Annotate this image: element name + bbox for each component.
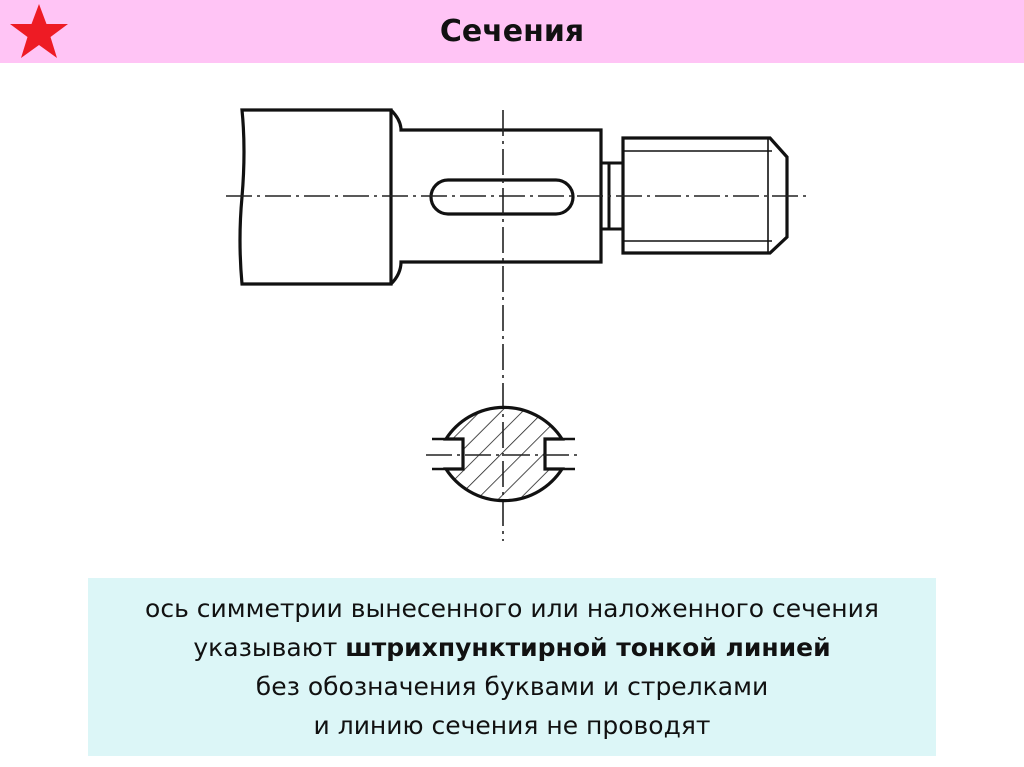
- caption-line-1: ось симметрии вынесенного или наложенног…: [145, 594, 879, 623]
- header-bar: Сечения: [0, 0, 1024, 63]
- cross-section: [432, 405, 575, 503]
- caption-line-2: указывают штрихпунктирной тонкой линией: [193, 628, 830, 667]
- keyway-slot: [429, 178, 575, 216]
- thread-inner-lines: [623, 138, 772, 253]
- star-icon: [10, 4, 68, 58]
- caption-line-2-bold: штрихпунктирной тонкой линией: [345, 633, 831, 662]
- caption-line-2-prefix: указывают: [193, 633, 346, 662]
- shaft-left-cylinder: [238, 108, 393, 286]
- shaft-middle-section: [389, 108, 603, 286]
- shaft-section-drawing: [226, 108, 806, 541]
- caption-box: ось симметрии вынесенного или наложенног…: [88, 578, 936, 756]
- caption-line-3: без обозначения буквами и стрелками: [255, 672, 769, 701]
- page-title: Сечения: [439, 14, 585, 49]
- shaft-threaded-end: [621, 136, 789, 255]
- caption-line-4: и линию сечения не проводят: [313, 711, 711, 740]
